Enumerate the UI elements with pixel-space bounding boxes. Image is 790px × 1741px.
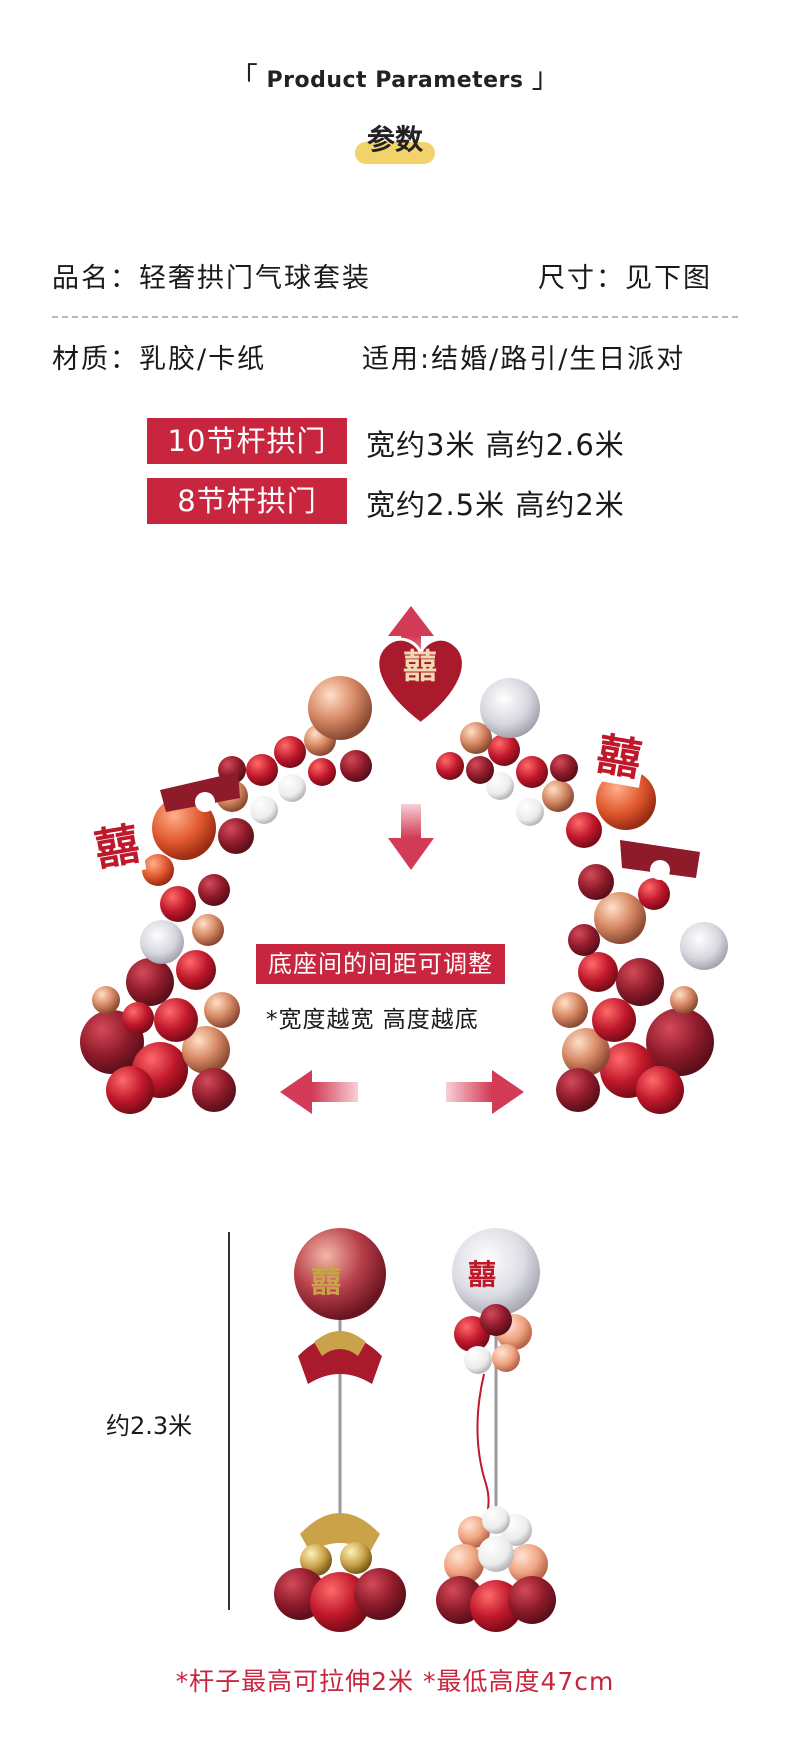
svg-text:囍: 囍 <box>311 1265 341 1300</box>
heart-sign: 囍 <box>376 637 465 726</box>
arrow-left-icon <box>280 1070 358 1114</box>
double-happiness-sign-right: 囍 <box>589 726 649 788</box>
arch-balloons-left <box>80 676 372 1114</box>
svg-text:囍: 囍 <box>593 729 645 787</box>
param-material: 材质：乳胶/卡纸 <box>52 344 267 375</box>
fan-decoration-right <box>620 840 700 880</box>
arch-note-title: 底座间的间距可调整 <box>256 944 505 984</box>
svg-text:囍: 囍 <box>468 1258 496 1291</box>
bracket-open: 「 <box>229 61 259 94</box>
svg-text:囍: 囍 <box>91 819 143 877</box>
balloon-pillar-2: 囍 <box>436 1228 556 1632</box>
section-title-en: 「 Product Parameters 」 <box>0 56 790 96</box>
fan-decoration-left <box>160 772 240 812</box>
svg-text:囍: 囍 <box>403 647 437 687</box>
balloon-pillar-1: 囍 <box>274 1228 406 1632</box>
spec-dims-8: 宽约2.5米 高约2米 <box>366 488 625 522</box>
param-name: 品名：轻奢拱门气球套装 <box>52 263 371 294</box>
spec-badge-10: 10节杆拱门 <box>147 418 347 464</box>
balloon-arch-illustration: 囍 囍 囍 <box>80 606 728 1114</box>
divider-dashed <box>52 316 738 318</box>
title-cn-text: 参数 <box>366 123 423 156</box>
title-en-text: Product Parameters <box>266 68 524 93</box>
height-measure-line <box>228 1232 230 1610</box>
double-happiness-sign-left: 囍 <box>87 816 147 878</box>
param-size: 尺寸：见下图 <box>538 263 712 294</box>
arrow-right-icon <box>446 1070 524 1114</box>
spec-dims-10: 宽约3米 高约2.6米 <box>366 428 625 462</box>
footer-note: *杆子最高可拉伸2米 *最低高度47cm <box>175 1667 615 1696</box>
arrow-down-icon <box>388 804 434 870</box>
spec-badge-8: 8节杆拱门 <box>147 478 347 524</box>
section-title-cn: 参数 <box>354 118 435 164</box>
arch-balloons-right <box>436 678 728 1114</box>
section-title-cn-wrap: 参数 <box>0 118 790 164</box>
bracket-close: 」 <box>531 61 561 94</box>
balloon-pillar-illustration: 囍 囍 <box>274 1228 556 1632</box>
pillar-height-label: 约2.3米 <box>106 1412 193 1440</box>
param-usage: 适用:结婚/路引/生日派对 <box>362 344 686 375</box>
arch-note-sub: *宽度越宽 高度越底 <box>266 1007 479 1033</box>
